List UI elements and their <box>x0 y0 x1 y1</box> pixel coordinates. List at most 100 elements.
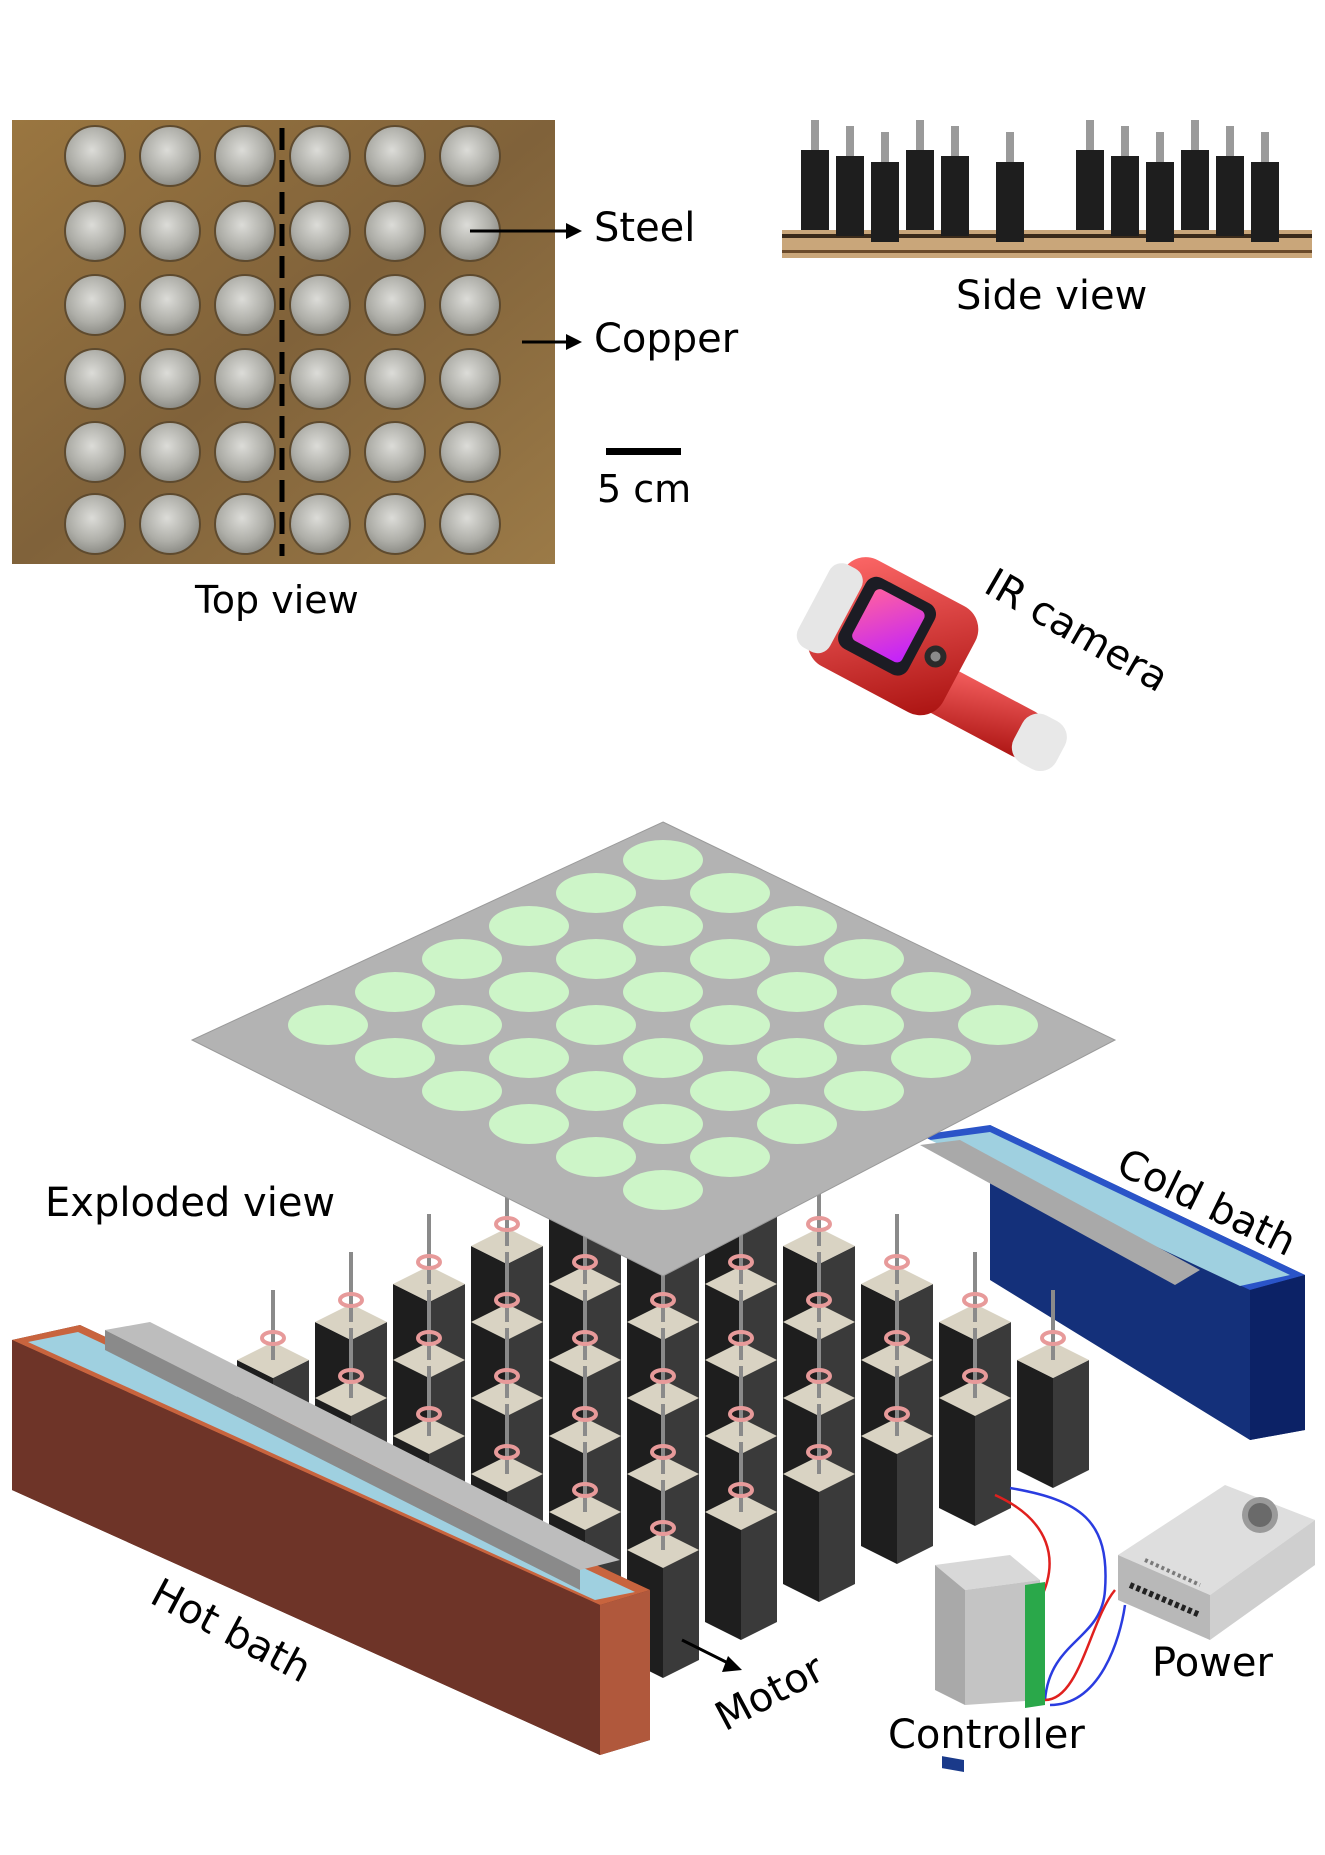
green-disc <box>891 972 971 1012</box>
shaft-coupler <box>806 1292 832 1308</box>
steel-disc <box>64 274 126 336</box>
side-motor <box>1111 156 1139 236</box>
copper-label: Copper <box>594 316 739 362</box>
green-disc <box>422 939 502 979</box>
steel-disc <box>439 348 501 410</box>
motor-body-left <box>861 1436 897 1564</box>
steel-disc <box>214 421 276 483</box>
green-disc <box>489 906 569 946</box>
shaft-coupler <box>416 1406 442 1422</box>
exploded-view-caption: Exploded view <box>45 1180 336 1226</box>
steel-disc <box>289 125 351 187</box>
side-motor <box>941 156 969 236</box>
shaft-coupler <box>728 1406 754 1422</box>
shaft-coupler <box>650 1444 676 1460</box>
steel-disc-grid <box>64 125 501 555</box>
hot-bath <box>12 1322 650 1755</box>
side-motor-shaft <box>1156 132 1164 162</box>
steel-disc <box>364 348 426 410</box>
green-disc <box>824 1071 904 1111</box>
power-label: Power <box>1152 1640 1273 1686</box>
green-disc <box>891 1038 971 1078</box>
green-disc <box>623 1038 703 1078</box>
side-motor-shaft <box>1121 126 1129 156</box>
shaft-coupler <box>806 1444 832 1460</box>
green-disc <box>690 939 770 979</box>
cold-bath <box>920 1125 1305 1440</box>
shaft-coupler <box>650 1292 676 1308</box>
green-disc <box>623 1104 703 1144</box>
green-disc <box>556 939 636 979</box>
shaft-coupler <box>728 1482 754 1498</box>
top-view-caption: Top view <box>195 578 359 622</box>
motor-body-left <box>783 1474 819 1602</box>
steel-disc <box>439 274 501 336</box>
ir-camera-image <box>796 557 1067 772</box>
shaft-coupler <box>650 1368 676 1384</box>
side-motor <box>801 150 829 230</box>
green-disc <box>623 840 703 880</box>
steel-disc <box>139 493 201 555</box>
green-disc <box>757 1038 837 1078</box>
side-motor <box>1216 156 1244 236</box>
side-motor <box>1076 150 1104 230</box>
side-motor <box>1181 150 1209 230</box>
shaft-coupler <box>494 1216 520 1232</box>
motor-body-left <box>1017 1360 1053 1488</box>
shaft-coupler <box>494 1444 520 1460</box>
shaft-coupler <box>962 1292 988 1308</box>
green-disc <box>355 1038 435 1078</box>
shaft-coupler <box>572 1406 598 1422</box>
steel-disc <box>364 125 426 187</box>
steel-disc <box>139 274 201 336</box>
steel-disc <box>439 493 501 555</box>
steel-disc <box>364 274 426 336</box>
green-disc <box>422 1071 502 1111</box>
green-disc <box>690 1137 770 1177</box>
side-motor-shaft <box>951 126 959 156</box>
green-disc <box>556 1005 636 1045</box>
shaft-coupler <box>494 1292 520 1308</box>
steel-disc <box>139 421 201 483</box>
steel-disc <box>64 125 126 187</box>
green-disc <box>489 972 569 1012</box>
green-disc <box>422 1005 502 1045</box>
motor-arrow <box>681 1638 742 1672</box>
shaft-coupler <box>728 1330 754 1346</box>
steel-disc <box>139 125 201 187</box>
green-disc <box>690 1005 770 1045</box>
side-motor-row <box>801 120 1279 242</box>
green-disc <box>757 1104 837 1144</box>
side-motor-shaft <box>1086 120 1094 150</box>
scale-bar <box>606 448 681 455</box>
top-view-photo <box>12 120 555 564</box>
steel-disc <box>214 493 276 555</box>
steel-disc <box>364 493 426 555</box>
motor-body-right <box>897 1436 933 1564</box>
side-motor <box>1146 162 1174 242</box>
side-motor-shaft <box>846 126 854 156</box>
motor-body-right <box>819 1474 855 1602</box>
green-disc <box>556 873 636 913</box>
shaft-coupler <box>494 1368 520 1384</box>
steel-disc <box>289 421 351 483</box>
side-motor <box>996 162 1024 242</box>
shaft-coupler <box>884 1406 910 1422</box>
steel-disc <box>139 200 201 262</box>
steel-disc <box>364 421 426 483</box>
side-motor-shaft <box>881 132 889 162</box>
shaft-coupler <box>650 1520 676 1536</box>
motor-body-left <box>939 1398 975 1526</box>
shaft-coupler <box>806 1216 832 1232</box>
shaft-coupler <box>338 1368 364 1384</box>
steel-disc <box>64 348 126 410</box>
side-motor-shaft <box>1226 126 1234 156</box>
green-disc <box>690 873 770 913</box>
steel-label: Steel <box>594 205 696 251</box>
green-disc <box>623 906 703 946</box>
green-disc <box>489 1104 569 1144</box>
steel-disc <box>214 125 276 187</box>
steel-disc <box>289 274 351 336</box>
green-disc <box>757 972 837 1012</box>
